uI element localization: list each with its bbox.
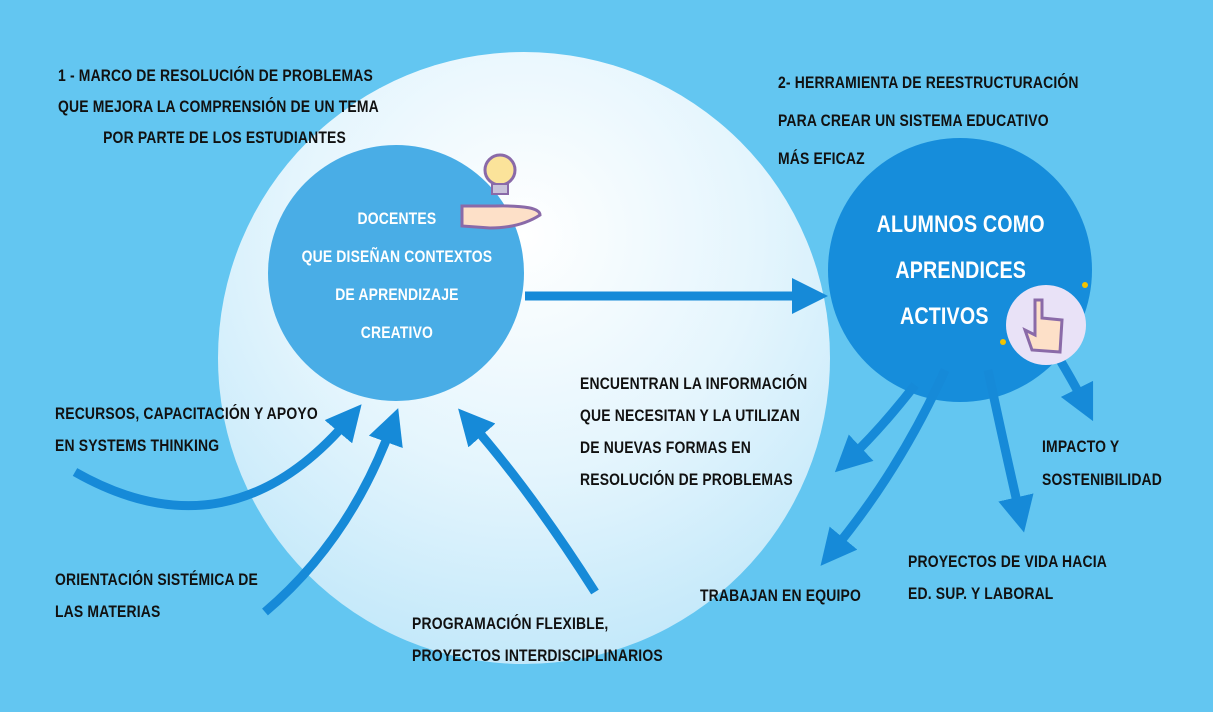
outcome-teamwork: Trabajan en equipo [700,580,861,611]
text-line: activos [899,303,989,330]
arrow-teamwork [820,368,950,566]
text-line: en Systems Thinking [55,436,220,455]
text-line: de aprendizaje [335,285,459,304]
text-line: más eficaz [778,149,865,168]
text-line: Recursos, capacitación y apoyo [55,404,318,423]
text-line: Encuentran la información [580,374,808,393]
arrow-information [834,382,919,473]
input-orientation: Orientación sistémica de las materias [55,564,258,628]
text-line: resolución de problemas [580,470,793,489]
text-line: aprendices [895,257,1027,284]
arrow-resources [72,404,362,511]
text-line: 1 - Marco de resolución de problemas [58,66,373,85]
text-line: Ed. Sup. y laboral [908,584,1054,603]
text-line: que mejora la comprensión de un tema [58,97,379,116]
input-resources: Recursos, capacitación y apoyo en System… [55,398,318,462]
text-line: por parte de los estudiantes [103,128,346,147]
framework-1-text: 1 - Marco de resolución de problemas que… [58,60,379,153]
teachers-node-circle [268,145,524,401]
text-line: proyectos interdisciplinarios [412,646,663,665]
text-line: que necesitan y la utilizan [580,406,801,425]
text-line: Alumnos como [876,211,1045,238]
text-line: las materias [55,602,161,621]
text-line: Impacto y [1042,437,1120,456]
arrow-life-projects [983,369,1034,533]
text-line: para crear un sistema educativo [778,111,1049,130]
touch-hand-icon [1000,282,1088,365]
arrow-programming [458,408,599,595]
input-programming: Programación flexible, proyectos interdi… [412,608,663,672]
text-line: que diseñan contextos [301,247,493,266]
text-line: de nuevas formas en [580,438,751,457]
text-line: Orientación sistémica de [55,570,258,589]
text-line: Programación flexible, [412,614,609,633]
lightbulb-hand-icon [460,153,542,230]
teachers-node-label: Docentes que diseñan contextos de aprend… [278,200,516,352]
text-line: sostenibilidad [1042,470,1163,489]
text-line: 2- Herramienta de reestructuración [778,73,1079,92]
outcome-impact: Impacto y sostenibilidad [1042,430,1162,496]
arrow-orientation [262,408,403,616]
text-line: creativo [360,323,434,342]
text-line: Docentes [357,209,437,228]
students-node-label: Alumnos como aprendices activos [850,202,1071,340]
framework-2-text: 2- Herramienta de reestructuración para … [778,64,1079,178]
outcome-life-projects: Proyectos de vida hacia Ed. Sup. y labor… [908,546,1107,610]
arrow-impact [1056,357,1094,422]
outcome-information: Encuentran la información que necesitan … [580,368,807,496]
text-line: Proyectos de vida hacia [908,552,1107,571]
text-line: Trabajan en equipo [700,586,861,605]
